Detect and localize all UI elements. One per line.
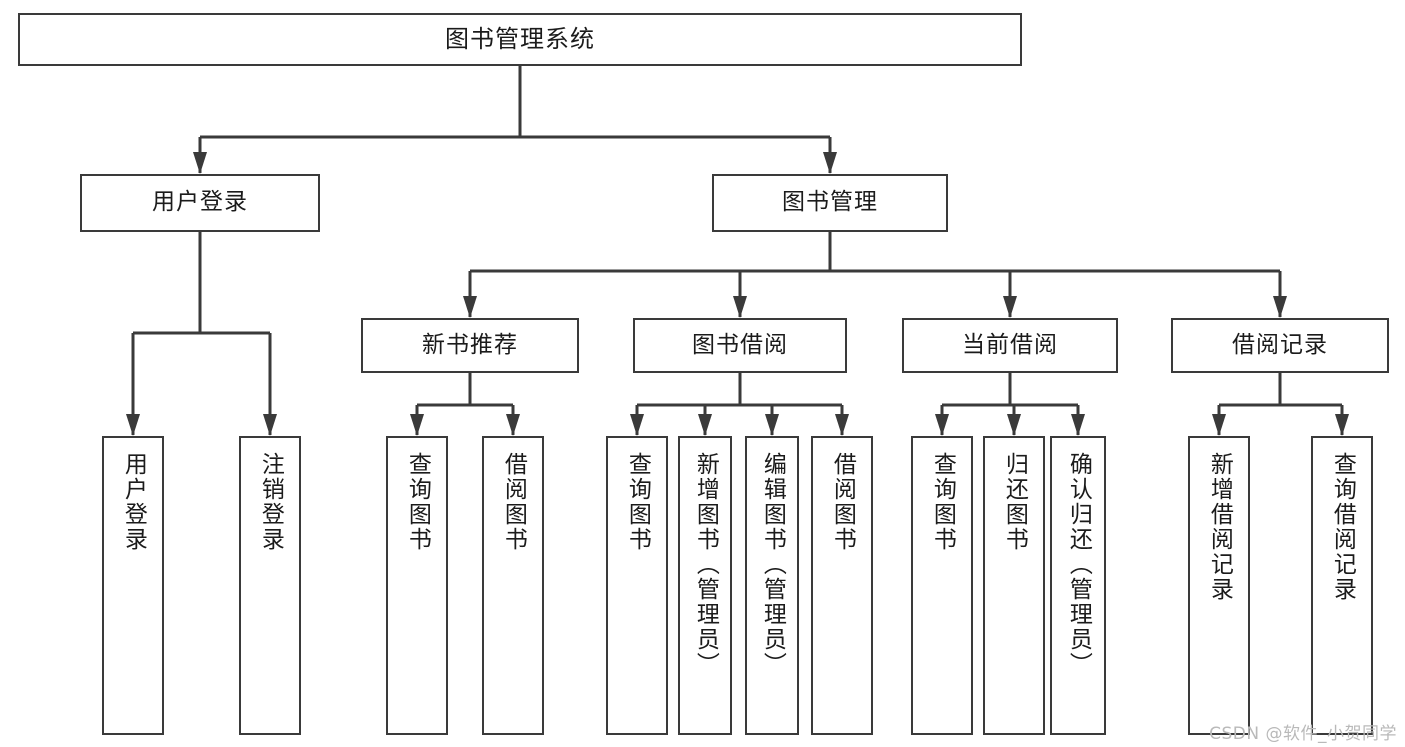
node-label: 图书借阅 [692,331,788,358]
node-leaf-confirm-return[interactable]: 确认归还（管理员） [1050,436,1106,735]
node-label: 归还图书 [1001,452,1028,552]
node-user-login[interactable]: 用户登录 [80,174,320,232]
node-leaf-edit-book[interactable]: 编辑图书（管理员） [745,436,799,735]
node-label: 查询图书 [404,452,431,552]
node-label: 借阅图书 [829,452,856,552]
node-borrow-record[interactable]: 借阅记录 [1171,318,1389,373]
node-label: 新增图书（管理员） [692,452,719,677]
node-new-book-recommend[interactable]: 新书推荐 [361,318,579,373]
node-leaf-borrow-book-a[interactable]: 借阅图书 [482,436,544,735]
node-book-manage[interactable]: 图书管理 [712,174,948,232]
node-label: 查询图书 [624,452,651,552]
node-label: 注销登录 [257,452,284,552]
node-label: 用户登录 [152,189,248,216]
node-leaf-add-record[interactable]: 新增借阅记录 [1188,436,1250,735]
node-label: 借阅记录 [1232,331,1328,358]
node-root-system[interactable]: 图书管理系统 [18,13,1022,66]
node-label: 新书推荐 [422,331,518,358]
node-label: 新增借阅记录 [1206,452,1233,602]
node-label: 当前借阅 [962,331,1058,358]
node-label: 图书管理系统 [445,25,595,54]
node-label: 查询图书 [929,452,956,552]
watermark-credit: CSDN @软件_小贺同学 [1209,724,1397,744]
node-label: 确认归还（管理员） [1065,452,1092,677]
node-leaf-query-book-c[interactable]: 查询图书 [911,436,973,735]
node-leaf-query-book-a[interactable]: 查询图书 [386,436,448,735]
node-leaf-query-record[interactable]: 查询借阅记录 [1311,436,1373,735]
node-leaf-borrow-book-b[interactable]: 借阅图书 [811,436,873,735]
node-leaf-query-book-b[interactable]: 查询图书 [606,436,668,735]
node-leaf-return-book[interactable]: 归还图书 [983,436,1045,735]
node-label: 图书管理 [782,189,878,216]
node-label: 借阅图书 [500,452,527,552]
node-current-borrow[interactable]: 当前借阅 [902,318,1118,373]
node-label: 查询借阅记录 [1329,452,1356,602]
node-leaf-add-book[interactable]: 新增图书（管理员） [678,436,732,735]
node-label: 用户登录 [120,452,147,552]
node-label: 编辑图书（管理员） [759,452,786,677]
node-leaf-user-login[interactable]: 用户登录 [102,436,164,735]
node-leaf-logout[interactable]: 注销登录 [239,436,301,735]
node-book-borrow[interactable]: 图书借阅 [633,318,847,373]
